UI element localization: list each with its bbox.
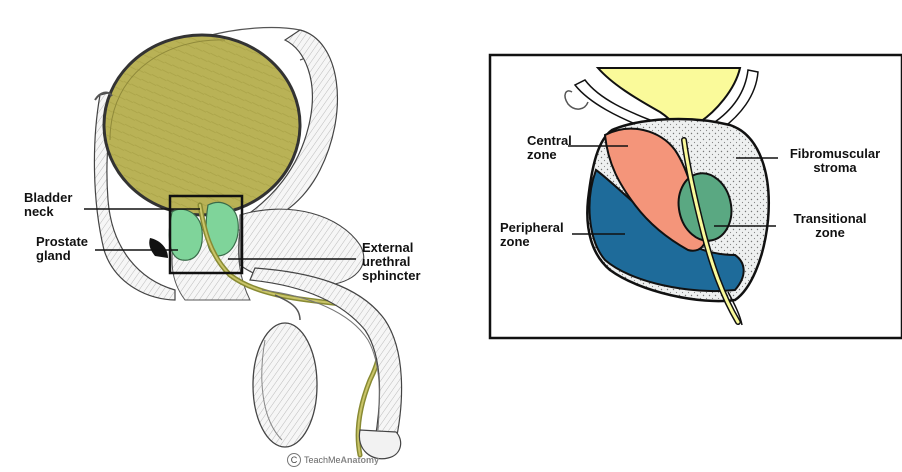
bladder bbox=[104, 35, 300, 215]
label-external-urethral-sphincter: External urethral sphincter bbox=[362, 241, 442, 283]
label-transitional-zone: Transitional zone bbox=[780, 212, 880, 240]
copyright-icon: C bbox=[287, 453, 301, 467]
label-peripheral-zone: Peripheral zone bbox=[500, 221, 580, 249]
prostate-left-lobe bbox=[169, 209, 202, 260]
credit-text-a: TeachMe bbox=[304, 455, 341, 465]
label-fibromuscular-stroma: Fibromuscular stroma bbox=[780, 147, 890, 175]
credit-text-b: Anatomy bbox=[341, 455, 380, 465]
black-tissue-patch bbox=[149, 238, 168, 258]
label-central-zone: Central zone bbox=[527, 134, 587, 162]
label-bladder-neck: Bladder neck bbox=[24, 191, 72, 219]
label-prostate-gland: Prostate gland bbox=[36, 235, 88, 263]
sagittal-pelvis-illustration bbox=[94, 27, 401, 458]
testis bbox=[253, 323, 317, 447]
